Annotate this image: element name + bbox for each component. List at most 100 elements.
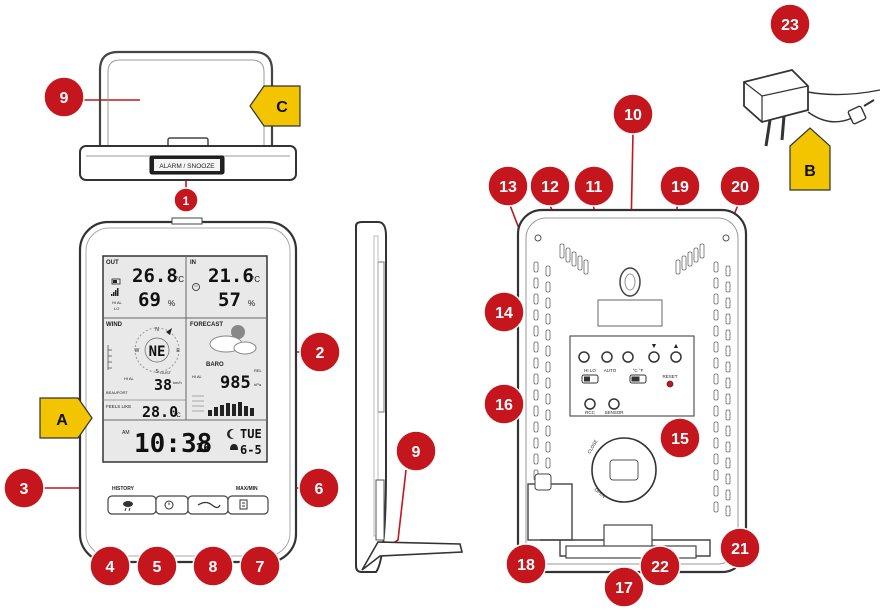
back-view: ▼ ▲ AUTO HI LO °C °F RESET RCC SENSOR CL…: [516, 208, 748, 574]
tag-c: C: [249, 85, 301, 127]
vent-slot: [713, 373, 719, 385]
vent-slot: [545, 265, 551, 277]
vent-slot: [583, 259, 589, 275]
vent-slot: [725, 457, 731, 469]
vent-slot: [533, 357, 539, 369]
callout-5: 5: [136, 545, 178, 587]
lcd-out-temperature-unit: °C: [175, 275, 184, 284]
callout-22: 22: [639, 545, 681, 587]
callout-14: 14: [483, 291, 525, 333]
vent-slot: [545, 441, 551, 453]
hi-lo-switch[interactable]: [581, 374, 599, 384]
wind-button[interactable]: [187, 495, 229, 515]
tag-a-label: A: [56, 412, 68, 429]
compass-e: E: [176, 348, 180, 354]
moon-phase-icon: [227, 429, 239, 439]
vent-slot: [675, 259, 681, 275]
lcd-out-humidity-unit: %: [168, 299, 175, 308]
alarm-button[interactable]: [155, 495, 189, 515]
lcd-wind-hi-al: HI AL: [124, 376, 135, 381]
callout-4-text: 4: [106, 559, 115, 576]
lcd-wind-label: WIND: [106, 322, 123, 328]
callout-11: 11: [573, 165, 615, 207]
callout-10: 10: [612, 93, 654, 135]
lcd-seconds: 26: [196, 441, 210, 455]
vent-slot: [713, 325, 719, 337]
maxmin-button[interactable]: [227, 495, 269, 515]
callout-9-top-text: 9: [60, 90, 69, 107]
clock-set-button[interactable]: [578, 351, 590, 363]
wall-mount-hole: [619, 267, 641, 297]
vent-slot: [533, 293, 539, 305]
baro-histogram-bar: [226, 403, 230, 416]
callout-1-text: 1: [183, 194, 190, 208]
vent-slot: [533, 325, 539, 337]
lcd-wind-unit: km/h: [173, 380, 182, 385]
down-button[interactable]: [648, 351, 660, 363]
clock-icon: [164, 500, 174, 510]
top-view: ALARM / SNOOZE: [79, 50, 297, 181]
back-sensor-label: SENSOR: [604, 410, 624, 415]
callout-12: 12: [529, 165, 571, 207]
callout-17-text: 17: [615, 580, 633, 597]
battery-door[interactable]: CLOSE OPEN: [587, 437, 657, 503]
lcd-forecast-label: FORECAST: [190, 322, 223, 328]
callout-15-text: 15: [671, 431, 689, 448]
vent-slot: [545, 409, 551, 421]
c-f-switch[interactable]: [629, 374, 647, 384]
vent-slot: [545, 345, 551, 357]
compass-n: N: [155, 327, 159, 333]
forecast-weather-icon: [209, 325, 257, 355]
history-label: HISTORY: [112, 486, 135, 492]
callout-15: 15: [659, 417, 701, 459]
back-hilo-label: HI LO: [584, 368, 596, 373]
baro-histogram-bar: [220, 405, 224, 416]
callout-21-text: 21: [731, 541, 749, 558]
back-buttons: ▼ ▲ AUTO HI LO °C °F RESET RCC SENSOR: [578, 343, 682, 415]
sensor-button[interactable]: [608, 398, 620, 410]
lcd-in-temperature-unit: °C: [251, 275, 260, 284]
history-button[interactable]: [107, 495, 157, 515]
lcd-in-temperature: 21.6: [208, 265, 254, 287]
vent-slot: [713, 277, 719, 289]
callout-8-text: 8: [209, 559, 218, 576]
vent-slot: [533, 389, 539, 401]
baro-hi-al-text: HI AL: [192, 374, 203, 379]
callout-22-text: 22: [651, 559, 669, 576]
back-reset-label: RESET: [662, 374, 677, 379]
callout-3: 3: [3, 467, 45, 509]
reset-button[interactable]: [666, 380, 674, 388]
baro-histogram-bar: [250, 408, 254, 416]
lcd-baro-value: 985: [220, 373, 251, 393]
lcd-hi-al-label: HI AL: [112, 300, 123, 305]
vent-slot: [693, 247, 699, 263]
up-button[interactable]: [670, 351, 682, 363]
wind-unit-button[interactable]: [622, 351, 634, 363]
callout-21: 21: [719, 527, 761, 569]
callout-17: 17: [603, 566, 645, 608]
lcd-date: 6-5: [240, 443, 262, 457]
callout-9-top: 9: [43, 76, 85, 118]
vent-slot: [725, 441, 731, 453]
vent-slot: [725, 377, 731, 389]
rcc-button[interactable]: [584, 398, 596, 410]
back-auto-label: AUTO: [604, 368, 617, 373]
callout-13-text: 13: [499, 179, 517, 196]
lcd-in-label: IN: [190, 260, 196, 266]
callout-5-text: 5: [153, 559, 162, 576]
callout-10-text: 10: [624, 107, 642, 124]
lcd-rel-label: REL: [254, 368, 263, 373]
vent-slot: [713, 421, 719, 433]
vent-slot: [533, 277, 539, 289]
lcd-in-humidity-unit: %: [248, 299, 255, 308]
callouts: 9 1 2 3 6 4 5 8 7 9 10 13 12 11 19 20 14…: [3, 3, 811, 608]
alarm-bell-icon: [230, 444, 238, 450]
wind-compass: N S E W NE: [134, 327, 180, 375]
callout-19: 19: [659, 165, 701, 207]
callout-18-text: 18: [517, 557, 535, 574]
power-adapter: [743, 69, 881, 147]
callout-12-text: 12: [541, 179, 559, 196]
vent-slot: [533, 373, 539, 385]
auto-button[interactable]: [601, 351, 613, 363]
compass-w: W: [135, 348, 140, 354]
